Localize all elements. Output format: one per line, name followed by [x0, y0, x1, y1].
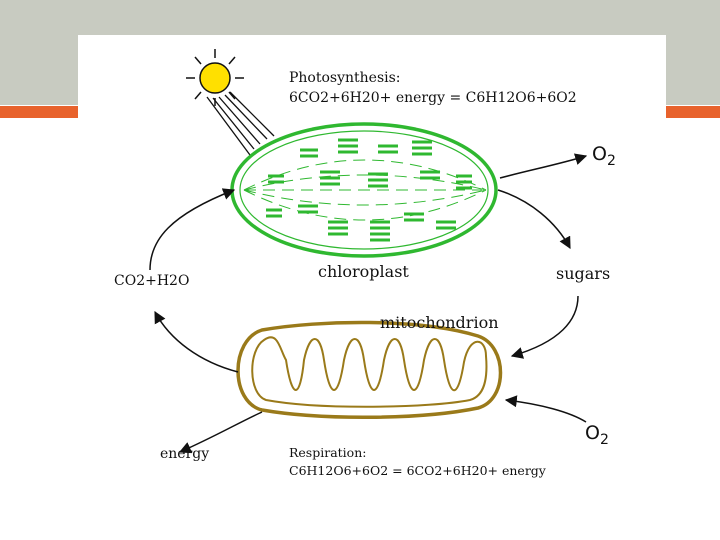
- cycle-arrows: [149, 153, 588, 454]
- oxygen-output-label: O2: [592, 143, 616, 169]
- accent-stripe-left: [0, 106, 82, 118]
- respiration-title: Respiration:: [289, 445, 367, 460]
- sun-icon: [186, 49, 244, 106]
- mitochondrion-organelle: [236, 320, 503, 420]
- diagram-panel: [78, 35, 666, 540]
- mitochondrion-label: mitochondrion: [380, 313, 499, 332]
- accent-stripe-right: [660, 106, 720, 118]
- respiration-equation: C6H12O6+6O2 = 6CO2+6H20+ energy: [289, 463, 546, 478]
- chloroplast-organelle: [230, 122, 498, 258]
- oxygen-input-label: O2: [585, 422, 609, 448]
- sugars-label: sugars: [556, 264, 611, 283]
- chloroplast-label: chloroplast: [318, 262, 409, 281]
- co2-h2o-label: CO2+H2O: [114, 273, 190, 289]
- light-rays: [206, 91, 275, 156]
- energy-label: energy: [160, 446, 210, 462]
- photosynthesis-title: Photosynthesis:: [289, 70, 401, 86]
- photosynthesis-equation: 6CO2+6H20+ energy = C6H12O6+6O2: [289, 90, 577, 106]
